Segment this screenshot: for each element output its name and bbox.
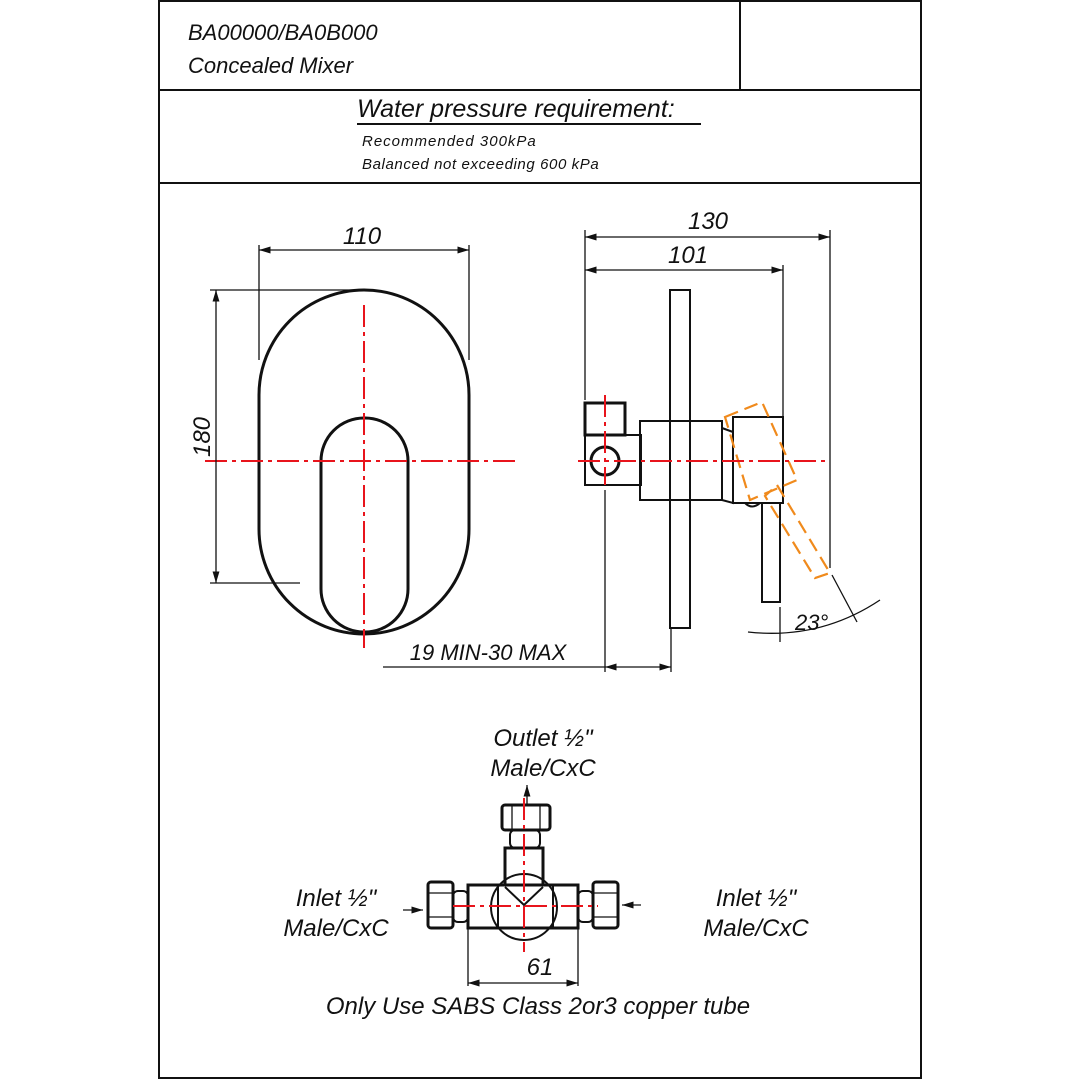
side-view: [383, 230, 881, 672]
pressure-recommended: Recommended 300kPa: [362, 133, 537, 150]
dim-side-depth: 101: [668, 242, 708, 269]
inlet-left-label: Inlet ½": [296, 885, 378, 912]
inlet-left-type: Male/CxC: [283, 915, 389, 942]
dim-front-height: 180: [189, 416, 216, 457]
valve-body-view: [403, 785, 641, 987]
outlet-label: Outlet ½": [493, 725, 594, 752]
dim-side-total: 130: [688, 208, 729, 235]
front-view: [205, 245, 520, 648]
product-name: Concealed Mixer: [188, 53, 355, 78]
title-block-frame: [158, 0, 922, 1079]
model-number: BA00000/BA0B000: [188, 20, 378, 45]
lever-alternate-position: [723, 400, 799, 502]
dim-lever-angle: 23°: [794, 610, 828, 635]
pressure-title: Water pressure requirement:: [357, 95, 675, 123]
dim-body-width: 61: [527, 954, 554, 981]
copper-tube-note: Only Use SABS Class 2or3 copper tube: [326, 993, 750, 1020]
outlet-type: Male/CxC: [490, 755, 596, 782]
pressure-maximum: Balanced not exceeding 600 kPa: [362, 156, 599, 173]
dim-front-width: 110: [343, 223, 382, 250]
inlet-right-label: Inlet ½": [716, 885, 798, 912]
dim-wall-range: 19 MIN-30 MAX: [410, 640, 568, 665]
inlet-right-type: Male/CxC: [703, 915, 809, 942]
